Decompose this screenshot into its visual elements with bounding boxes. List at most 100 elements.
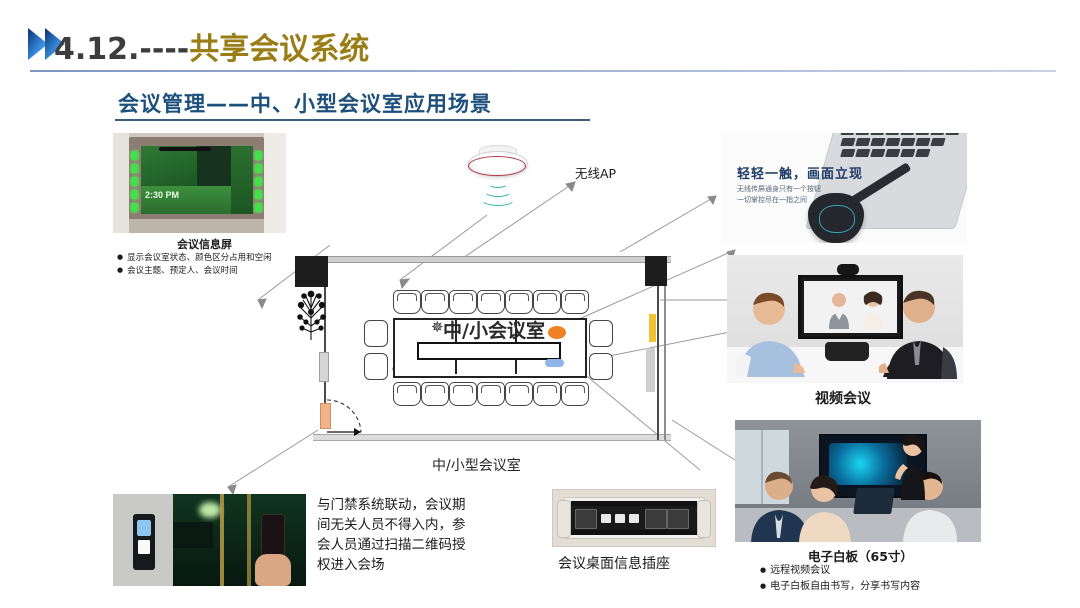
led-indicator [131, 203, 138, 212]
chair [533, 382, 561, 406]
led-indicator [255, 203, 262, 212]
chair [477, 290, 505, 314]
section-subtitle: 会议管理——中、小型会议室应用场景 [118, 92, 492, 116]
dongle-button [808, 193, 864, 243]
text-door-access-control: 与门禁系统联动，会议期间无关人员不得入内，参会人员通过扫描二维码授权进入会场 [317, 497, 466, 573]
plan-wall-bottom [313, 434, 671, 441]
socket-data-port [629, 514, 639, 523]
bullet-item: 会议主题、预定人、会议时间 [117, 265, 272, 278]
conference-speakerphone [825, 342, 869, 361]
participant-mid [799, 475, 851, 542]
plan-door-leaf [320, 403, 331, 429]
laptop-keyboard [831, 133, 966, 167]
video-display [798, 275, 903, 339]
photo-wall-right [264, 133, 286, 233]
socket-power-outlet [645, 509, 667, 529]
video-display-screen [804, 281, 897, 333]
double-chevron-icon [28, 28, 65, 60]
screen-region-mid [197, 146, 231, 186]
wifi-wave-icon [480, 191, 516, 206]
chair [561, 290, 589, 314]
participant-left [751, 471, 809, 542]
floor-plan-diagram: ✵ 中/小会议室 [283, 248, 693, 453]
screen-clock: 2:30 PM [145, 190, 180, 200]
led-indicator [255, 151, 262, 160]
subtitle-divider [115, 119, 590, 121]
chair [421, 382, 449, 406]
hand-holding-phone [255, 554, 291, 586]
ceiling-light [199, 502, 221, 518]
photo-door-access-control [113, 494, 306, 586]
plan-wall-right-outer [664, 256, 666, 440]
led-indicator [255, 190, 262, 199]
label-wireless-ap: 无线AP [575, 166, 617, 181]
subtext-line: 无线传屏通身只有一个按钮 [737, 185, 821, 193]
chair [449, 382, 477, 406]
screen-region-bottom [141, 186, 231, 214]
chair [505, 382, 533, 406]
caption-floor-plan: 中/小型会议室 [432, 458, 521, 474]
door-bar [247, 494, 251, 586]
table-center-star-icon: ✵ [431, 319, 444, 336]
video-camera-device [837, 264, 859, 275]
chair [364, 353, 388, 380]
chair [589, 320, 613, 347]
door-bar [220, 494, 224, 586]
screen-top-bar [159, 147, 211, 151]
socket-end-cap [697, 500, 711, 538]
wireless-ap-illustration [462, 145, 534, 215]
photo-meeting-info-screen: 2:30 PM [113, 133, 286, 233]
chair [393, 382, 421, 406]
participant-left [735, 292, 805, 377]
chair [477, 382, 505, 406]
page-title-number: 4.12.---- [54, 32, 190, 67]
chair [393, 290, 421, 314]
socket-module [575, 509, 597, 529]
presenter-standing [895, 434, 925, 500]
wall-panel [113, 494, 173, 586]
plan-wall-top [307, 256, 671, 263]
chair [421, 290, 449, 314]
bullets-electronic-whiteboard: 远程视频会议 电子白板自由书写，分享书写内容 [760, 563, 920, 595]
participant-right [879, 290, 957, 379]
info-panel-body: 2:30 PM [129, 137, 264, 229]
photo-wall-left [113, 133, 129, 233]
page-title: 4.12.----共享会议系统 [54, 24, 369, 68]
info-panel-screen: 2:30 PM [141, 146, 253, 214]
led-indicator [255, 177, 262, 186]
photo-table-socket [552, 489, 716, 547]
led-indicator [131, 190, 138, 199]
headline-wireless-dongle: 轻轻一触，画面立现 [737, 167, 864, 182]
plan-block-left [295, 256, 328, 287]
photo-wireless-dongle [722, 133, 967, 243]
plan-block-right [645, 256, 667, 286]
plan-door-swing [326, 399, 362, 436]
remote-participant-avatar [863, 291, 883, 329]
caption-video-conference: 视频会议 [815, 391, 871, 407]
plan-wall-right [657, 256, 659, 440]
socket-bar [571, 501, 697, 506]
plant-icon [297, 290, 326, 340]
chair [449, 290, 477, 314]
photo-desk-base [129, 219, 264, 233]
chair [533, 290, 561, 314]
led-indicator [131, 151, 138, 160]
caption-table-socket: 会议桌面信息插座 [558, 556, 670, 572]
led-indicator [131, 164, 138, 173]
led-indicator [131, 177, 138, 186]
chair [364, 320, 388, 347]
photo-video-conference [727, 255, 963, 383]
plan-hotspot-orange [548, 326, 566, 339]
page-title-text: 共享会议系统 [189, 32, 370, 67]
plan-wall-left [324, 258, 326, 428]
socket-power-outlet [667, 509, 689, 529]
plan-marker-grey [646, 348, 655, 392]
access-card-reader [133, 514, 155, 570]
ap-ring [468, 156, 526, 176]
bullet-item: 电子白板自由书写，分享书写内容 [760, 579, 920, 595]
header-divider [30, 70, 1056, 72]
remote-participant-avatar [829, 293, 849, 329]
bullet-item: 远程视频会议 [760, 563, 920, 579]
subtext-line: 一切掌控尽在一指之间 [737, 196, 807, 204]
